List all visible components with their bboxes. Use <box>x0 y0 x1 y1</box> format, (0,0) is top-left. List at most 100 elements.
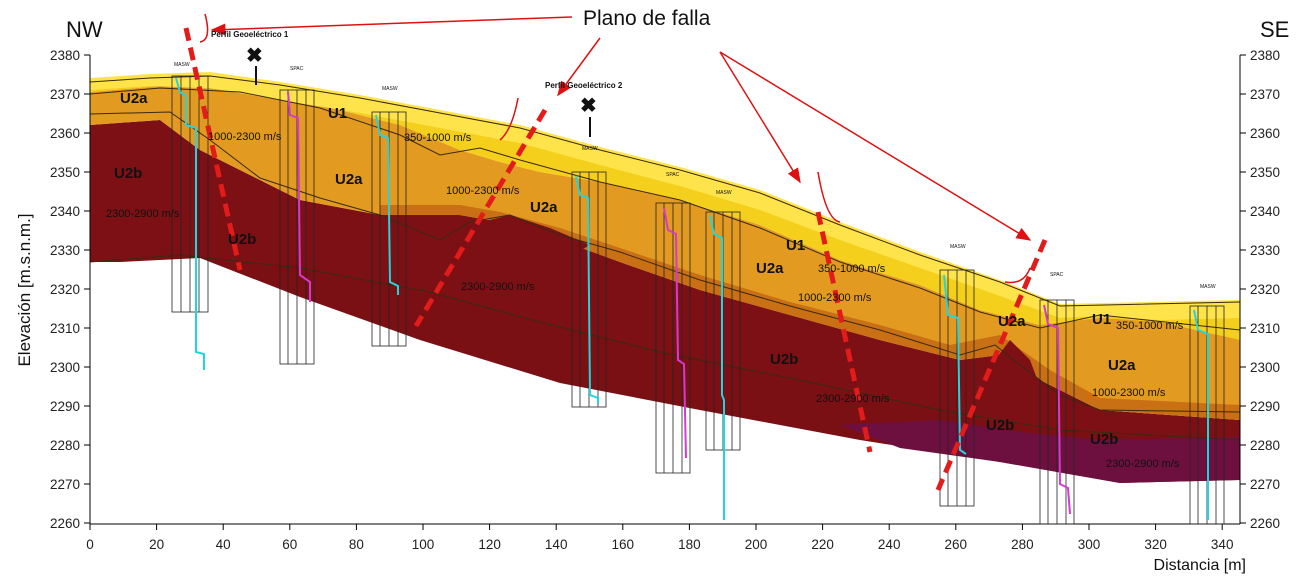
unit-label-u1: U1 <box>328 105 347 122</box>
profile-label-1: Perfil Geoeléctrico 1 <box>211 30 289 39</box>
velocity-label: 350-1000 m/s <box>818 263 886 275</box>
y-tick-label: 2320 <box>50 282 80 297</box>
log-header: MASW <box>382 86 398 92</box>
fault-plane-annotation: Plano de falla <box>583 7 711 30</box>
y-tick-label: 2260 <box>50 516 80 531</box>
x-tick-label: 200 <box>745 537 768 552</box>
y-tick-label-right: 2320 <box>1250 282 1280 297</box>
y-axis-ticks-left: 2380 2370 2360 2350 2340 2330 2320 2310 2300 2290… <box>50 48 90 531</box>
y-tick-label: 2270 <box>50 477 80 492</box>
u2b-body <box>90 120 1240 440</box>
x-tick-label: 180 <box>678 537 701 552</box>
unit-label-u2a: U2a <box>120 90 148 107</box>
y-tick-label: 2280 <box>50 438 80 453</box>
velocity-label: 1000-2300 m/s <box>1092 387 1166 399</box>
velocity-label: 2300-2900 m/s <box>1106 458 1180 470</box>
log-header: MASW <box>582 146 598 152</box>
profile-marker-2: ✖ <box>580 95 597 117</box>
y-tick-label: 2330 <box>50 243 80 258</box>
unit-label-u2b: U2b <box>228 231 256 248</box>
y-tick-label-right: 2330 <box>1250 243 1280 258</box>
unit-label-u1: U1 <box>786 237 805 254</box>
profile-label-2: Perfil Geoeléctrico 2 <box>545 81 623 90</box>
y-tick-label-right: 2310 <box>1250 321 1280 336</box>
u2b-hill-2 <box>980 340 1045 430</box>
x-axis-label: Distancia [m] <box>1154 557 1246 574</box>
velocity-labels: 1000-2300 m/s 350-1000 m/s 2300-2900 m/s… <box>106 131 1184 470</box>
y-tick-label-right: 2350 <box>1250 165 1280 180</box>
u2b-hill-1 <box>440 215 590 268</box>
x-tick-label: 0 <box>86 537 94 552</box>
x-tick-label: 260 <box>945 537 968 552</box>
y-tick-label-right: 2380 <box>1250 48 1280 63</box>
fault-plane-2 <box>413 108 548 328</box>
y-tick-label: 2350 <box>50 165 80 180</box>
velocity-label: 350-1000 m/s <box>1116 320 1184 332</box>
unit-label-u2b: U2b <box>114 165 142 182</box>
corner-label-nw: NW <box>66 17 103 42</box>
x-tick-label: 80 <box>349 537 364 552</box>
unit-labels: U2a U2b U2b U1 U2a U2a U1 U2a U2b U2a U1… <box>114 90 1136 448</box>
x-tick-label: 340 <box>1211 537 1234 552</box>
y-tick-label: 2310 <box>50 321 80 336</box>
x-tick-label: 320 <box>1144 537 1167 552</box>
unit-label-u2b: U2b <box>770 351 798 368</box>
log-header: SPAC <box>666 172 680 178</box>
y-tick-label: 2360 <box>50 126 80 141</box>
x-tick-label: 300 <box>1078 537 1101 552</box>
velocity-label: 1000-2300 m/s <box>798 292 872 304</box>
y-axis-label: Elevación [m.s.n.m.] <box>15 213 34 366</box>
y-tick-label-right: 2280 <box>1250 438 1280 453</box>
fault-plane-1 <box>183 27 243 271</box>
unit-label-u2b: U2b <box>986 417 1014 434</box>
log-header: MASW <box>950 244 966 250</box>
y-tick-label-right: 2340 <box>1250 204 1280 219</box>
log-header: SPAC <box>1050 272 1064 278</box>
x-tick-label: 60 <box>282 537 297 552</box>
x-tick-label: 140 <box>545 537 568 552</box>
unit-label-u2b: U2b <box>1090 431 1118 448</box>
unit-label-u2a: U2a <box>335 171 363 188</box>
y-tick-label-right: 2370 <box>1250 87 1280 102</box>
x-tick-label: 40 <box>216 537 231 552</box>
y-tick-label-right: 2260 <box>1250 516 1280 531</box>
x-tick-label: 240 <box>878 537 901 552</box>
y-tick-label-right: 2300 <box>1250 360 1280 375</box>
velocity-label: 2300-2900 m/s <box>461 281 535 293</box>
log-headers: MASW SPAC MASW MASW SPAC MASW MASW SPAC … <box>174 62 1216 290</box>
y-tick-label: 2300 <box>50 360 80 375</box>
fault-plane-3 <box>815 211 873 453</box>
y-tick-label-right: 2270 <box>1250 477 1280 492</box>
annotation-arrows <box>199 13 1032 284</box>
y-tick-label: 2370 <box>50 87 80 102</box>
unit-label-u2a: U2a <box>756 260 784 277</box>
unit-label-u2a: U2a <box>998 313 1026 330</box>
fault-plane-4 <box>935 239 1048 491</box>
velocity-label: 2300-2900 m/s <box>816 393 890 405</box>
velocity-label: 1000-2300 m/s <box>446 185 520 197</box>
profile-marker-1: ✖ <box>246 45 263 67</box>
y-tick-label-right: 2360 <box>1250 126 1280 141</box>
y-tick-label: 2290 <box>50 399 80 414</box>
fault-planes <box>183 27 1048 491</box>
log-header: MASW <box>1200 284 1216 290</box>
x-tick-label: 20 <box>149 537 164 552</box>
log-header: MASW <box>174 62 190 68</box>
layer-boundaries <box>89 75 1241 441</box>
y-tick-label: 2340 <box>50 204 80 219</box>
corner-label-se: SE <box>1260 17 1289 42</box>
unit-label-u2a: U2a <box>530 199 558 216</box>
x-tick-label: 100 <box>412 537 435 552</box>
log-header: SPAC <box>290 66 304 72</box>
x-tick-label: 280 <box>1011 537 1034 552</box>
log-header: MASW <box>716 190 732 196</box>
x-tick-label: 160 <box>612 537 635 552</box>
velocity-label: 2300-2900 m/s <box>106 208 180 220</box>
profile-markers: Perfil Geoeléctrico 1 ✖ Perfil Geoeléctr… <box>211 30 623 137</box>
y-tick-label: 2380 <box>50 48 80 63</box>
x-tick-label: 120 <box>478 537 501 552</box>
u2a-layer <box>90 86 1240 420</box>
unit-label-u1: U1 <box>1092 311 1111 328</box>
